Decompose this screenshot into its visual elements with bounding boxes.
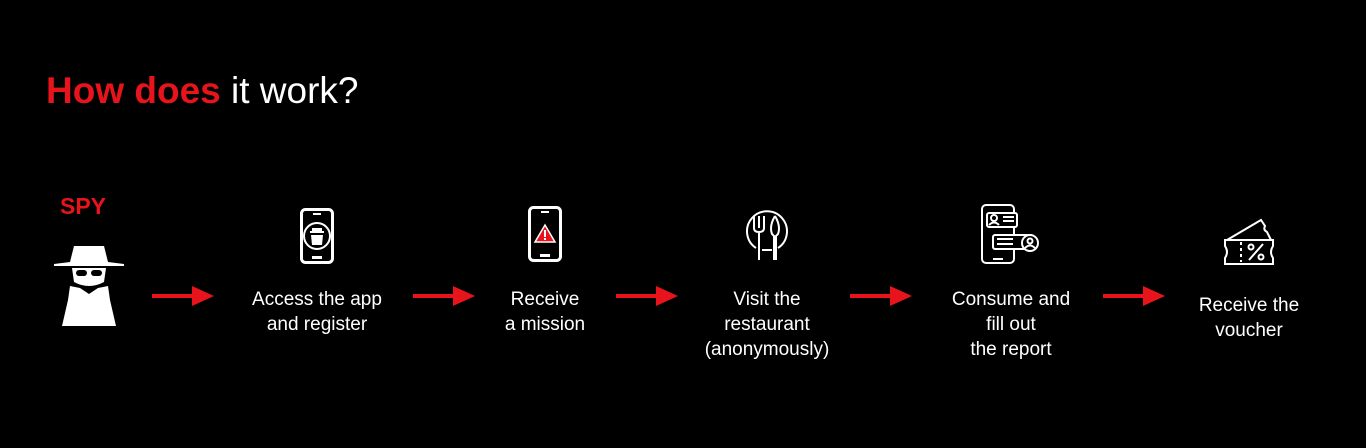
- phone-chat-report-icon: [981, 204, 1039, 264]
- step-label-line1: Receive the: [1198, 295, 1300, 316]
- step-label-line1: Access the app: [252, 289, 382, 310]
- phone-warning-icon: [528, 206, 562, 262]
- spy-label: SPY: [60, 193, 107, 219]
- voucher-ticket-icon: [1224, 218, 1274, 265]
- step-label-line2: restaurant: [724, 314, 810, 335]
- step-label-line1: Visit the: [733, 289, 801, 310]
- step-label-line3: (anonymously): [704, 339, 830, 360]
- title-highlight: How does: [46, 70, 221, 111]
- step-label-line1: Consume and: [951, 289, 1071, 310]
- arrow-icon: [616, 286, 678, 306]
- step-label-line3: the report: [970, 339, 1052, 360]
- arrow-icon: [152, 286, 214, 306]
- arrow-icon: [413, 286, 475, 306]
- step-label-line1: Receive: [510, 289, 580, 310]
- phone-spy-icon: [300, 208, 334, 264]
- plate-cutlery-icon: [746, 210, 788, 260]
- step-label-line2: voucher: [1215, 320, 1283, 341]
- step-label-line2: and register: [266, 314, 368, 335]
- arrow-icon: [1103, 286, 1165, 306]
- title-rest: it work?: [220, 70, 359, 111]
- page-title: How does it work?: [46, 70, 359, 112]
- step-label-line2: fill out: [986, 314, 1036, 335]
- step-label-line2: a mission: [504, 314, 586, 335]
- arrow-icon: [850, 286, 912, 306]
- spy-icon: [54, 246, 124, 326]
